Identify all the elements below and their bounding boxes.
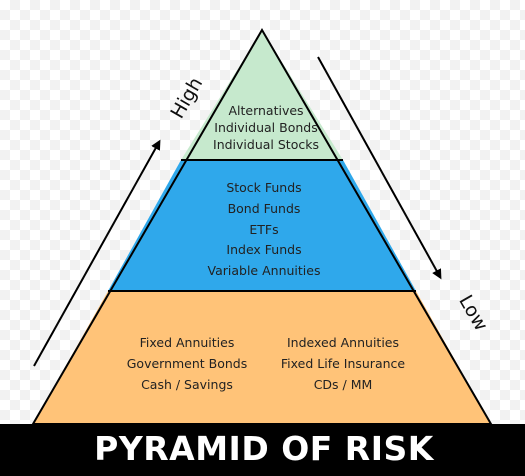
top-tier-item: Individual Bonds bbox=[214, 120, 317, 135]
bottom-tier-right-item: Indexed Annuities bbox=[287, 335, 399, 350]
middle-tier-item: Bond Funds bbox=[228, 201, 301, 216]
bottom-tier-right-item: Fixed Life Insurance bbox=[281, 356, 406, 371]
low-label: Low bbox=[454, 291, 492, 334]
high-label: High bbox=[166, 74, 207, 123]
title-banner bbox=[0, 424, 525, 476]
banner-title: PYRAMID OF RISK bbox=[94, 429, 435, 468]
risk-increase-arrow bbox=[33, 139, 161, 367]
top-tier-shape bbox=[181, 30, 343, 160]
bottom-tier-left-item: Government Bonds bbox=[127, 356, 248, 371]
middle-tier-item: Index Funds bbox=[226, 242, 301, 257]
middle-tier-item: Stock Funds bbox=[226, 180, 301, 195]
bottom-tier-shape bbox=[33, 291, 491, 424]
risk-decrease-arrow bbox=[317, 56, 442, 280]
bottom-tier-right-item: CDs / MM bbox=[314, 377, 373, 392]
bottom-tier-left-item: Cash / Savings bbox=[141, 377, 233, 392]
bottom-tier-left-item: Fixed Annuities bbox=[140, 335, 235, 350]
middle-tier-shape bbox=[108, 160, 416, 291]
top-tier-item: Individual Stocks bbox=[213, 137, 319, 152]
middle-tier-item: ETFs bbox=[249, 222, 278, 237]
top-tier-item: Alternatives bbox=[228, 103, 303, 118]
middle-tier-item: Variable Annuities bbox=[208, 263, 321, 278]
